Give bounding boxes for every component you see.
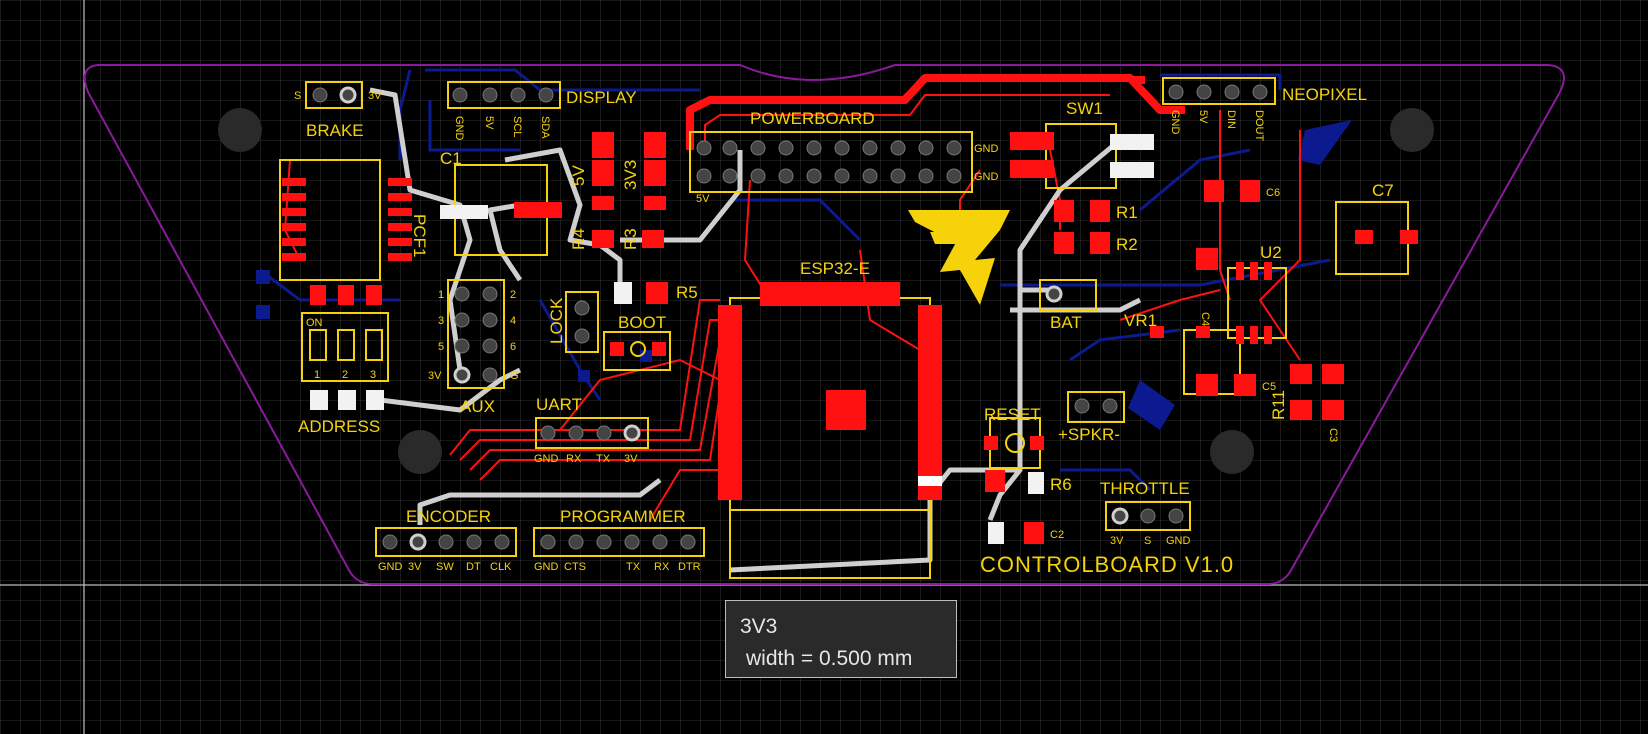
label-r11: R11 <box>1269 390 1288 420</box>
smd-pads <box>282 132 1418 544</box>
uart-pin-gnd: GND <box>534 453 559 465</box>
label-r5: R5 <box>676 283 698 302</box>
powerboard-pin-gnd-1: GND <box>974 143 999 155</box>
aux-pin-2: 2 <box>510 289 516 301</box>
address-pin-2: 2 <box>342 369 348 381</box>
label-address: ADDRESS <box>298 417 380 436</box>
bottom-copper-pads <box>256 120 1352 430</box>
tooltip-track-width: width = 0.500 mm <box>746 647 913 670</box>
label-c1: C1 <box>440 149 462 168</box>
programmer-pin-tx: TX <box>626 561 641 573</box>
programmer-pin-rx: RX <box>654 561 670 573</box>
label-r1: R1 <box>1116 203 1138 222</box>
encoder-pin-sw: SW <box>436 561 454 573</box>
encoder-pin-clk: CLK <box>490 561 512 573</box>
label-brake: BRAKE <box>306 121 364 140</box>
label-encoder: ENCODER <box>406 507 491 526</box>
label-bat: BAT <box>1050 313 1082 332</box>
label-programmer: PROGRAMMER <box>560 507 686 526</box>
address-pin-1: 1 <box>314 369 320 381</box>
label-pcf1: PCF1 <box>410 214 429 257</box>
encoder-pin-dt: DT <box>466 561 481 573</box>
aux-pin-g: G <box>510 370 519 382</box>
powerboard-pin-gnd-2: GND <box>974 171 999 183</box>
neopixel-pin-dout: DOUT <box>1253 110 1265 141</box>
uart-pin-3v: 3V <box>624 453 638 465</box>
white-pads <box>310 134 1154 544</box>
top-copper-thick <box>686 74 1185 150</box>
aux-pin-3v: 3V <box>428 370 442 382</box>
silk-labels: BRAKE DISPLAY POWERBOARD SW1 NEOPIXEL C1… <box>298 85 1394 577</box>
label-r2: R2 <box>1116 235 1138 254</box>
label-c2: C2 <box>1050 529 1064 541</box>
encoder-pin-gnd: GND <box>378 561 403 573</box>
label-r6: R6 <box>1050 475 1072 494</box>
label-display: DISPLAY <box>566 88 637 107</box>
neopixel-pin-din: DIN <box>1225 110 1237 129</box>
uart-pin-tx: TX <box>596 453 611 465</box>
neopixel-pin-5v: 5V <box>1197 110 1209 124</box>
label-c3: C3 <box>1327 428 1339 442</box>
label-r4: R4 <box>569 228 588 250</box>
esp32-module <box>718 282 942 579</box>
label-neopixel: NEOPIXEL <box>1282 85 1367 104</box>
label-3v3-reg: 3V3 <box>621 160 640 190</box>
encoder-pin-3v: 3V <box>408 561 422 573</box>
throttle-pin-3v: 3V <box>1110 535 1124 547</box>
label-on: ON <box>306 317 323 329</box>
label-u2: U2 <box>1260 243 1282 262</box>
boot-button-ring <box>630 341 646 357</box>
label-c4: C4 <box>1199 312 1211 326</box>
reset-button-ring <box>1005 433 1025 453</box>
programmer-pin-dtr: DTR <box>678 561 701 573</box>
neopixel-pin-gnd: GND <box>1169 110 1181 135</box>
programmer-pin-cts: CTS <box>564 561 586 573</box>
label-spkr: +SPKR- <box>1058 425 1120 444</box>
pin-labels: S 3V GND 5V SCL SDA 5V GND GND GND 5V DI… <box>294 90 1265 573</box>
brake-pin-s: S <box>294 90 301 102</box>
display-pin-gnd: GND <box>453 116 465 141</box>
aux-pin-6: 6 <box>510 341 516 353</box>
display-pin-sda: SDA <box>539 116 551 139</box>
board-title: CONTROLBOARD V1.0 <box>980 552 1234 577</box>
label-c7: C7 <box>1372 181 1394 200</box>
selected-pins <box>339 86 1129 551</box>
label-5v-reg: 5V <box>569 165 588 186</box>
tooltip-net-name: 3V3 <box>740 615 778 638</box>
brake-pin-3v: 3V <box>368 90 382 102</box>
board-outline <box>83 64 1565 585</box>
aux-pin-3: 3 <box>438 315 444 327</box>
label-sw1: SW1 <box>1066 99 1103 118</box>
display-pin-scl: SCL <box>511 116 523 137</box>
label-lock: LOCK <box>547 297 566 344</box>
powerboard-pin-5v: 5V <box>696 193 710 205</box>
aux-pin-5: 5 <box>438 341 444 353</box>
aux-pin-4: 4 <box>510 315 516 327</box>
label-boot: BOOT <box>618 313 666 332</box>
aux-pin-1: 1 <box>438 289 444 301</box>
label-powerboard: POWERBOARD <box>750 109 875 128</box>
lightning-logo <box>908 210 1010 305</box>
dip-switches <box>309 329 383 361</box>
programmer-pin-gnd: GND <box>534 561 559 573</box>
uart-pin-rx: RX <box>566 453 582 465</box>
label-c6: C6 <box>1266 187 1280 199</box>
label-uart: UART <box>536 395 582 414</box>
label-esp32: ESP32-E <box>800 259 870 278</box>
label-aux: AUX <box>460 397 495 416</box>
silk-outlines <box>279 77 1409 557</box>
display-pin-5v: 5V <box>483 116 495 130</box>
mounting-holes <box>218 108 1434 474</box>
throttle-pin-gnd: GND <box>1166 535 1191 547</box>
net-info-tooltip: 3V3 width = 0.500 mm <box>725 600 957 678</box>
label-r3: R3 <box>621 228 640 250</box>
label-throttle: THROTTLE <box>1100 479 1190 498</box>
through-hole-pins <box>312 84 1268 550</box>
throttle-pin-s: S <box>1144 535 1151 547</box>
label-c5: C5 <box>1262 381 1276 393</box>
label-reset: RESET <box>984 405 1041 424</box>
address-pin-3: 3 <box>370 369 376 381</box>
label-vr1: VR1 <box>1124 311 1157 330</box>
